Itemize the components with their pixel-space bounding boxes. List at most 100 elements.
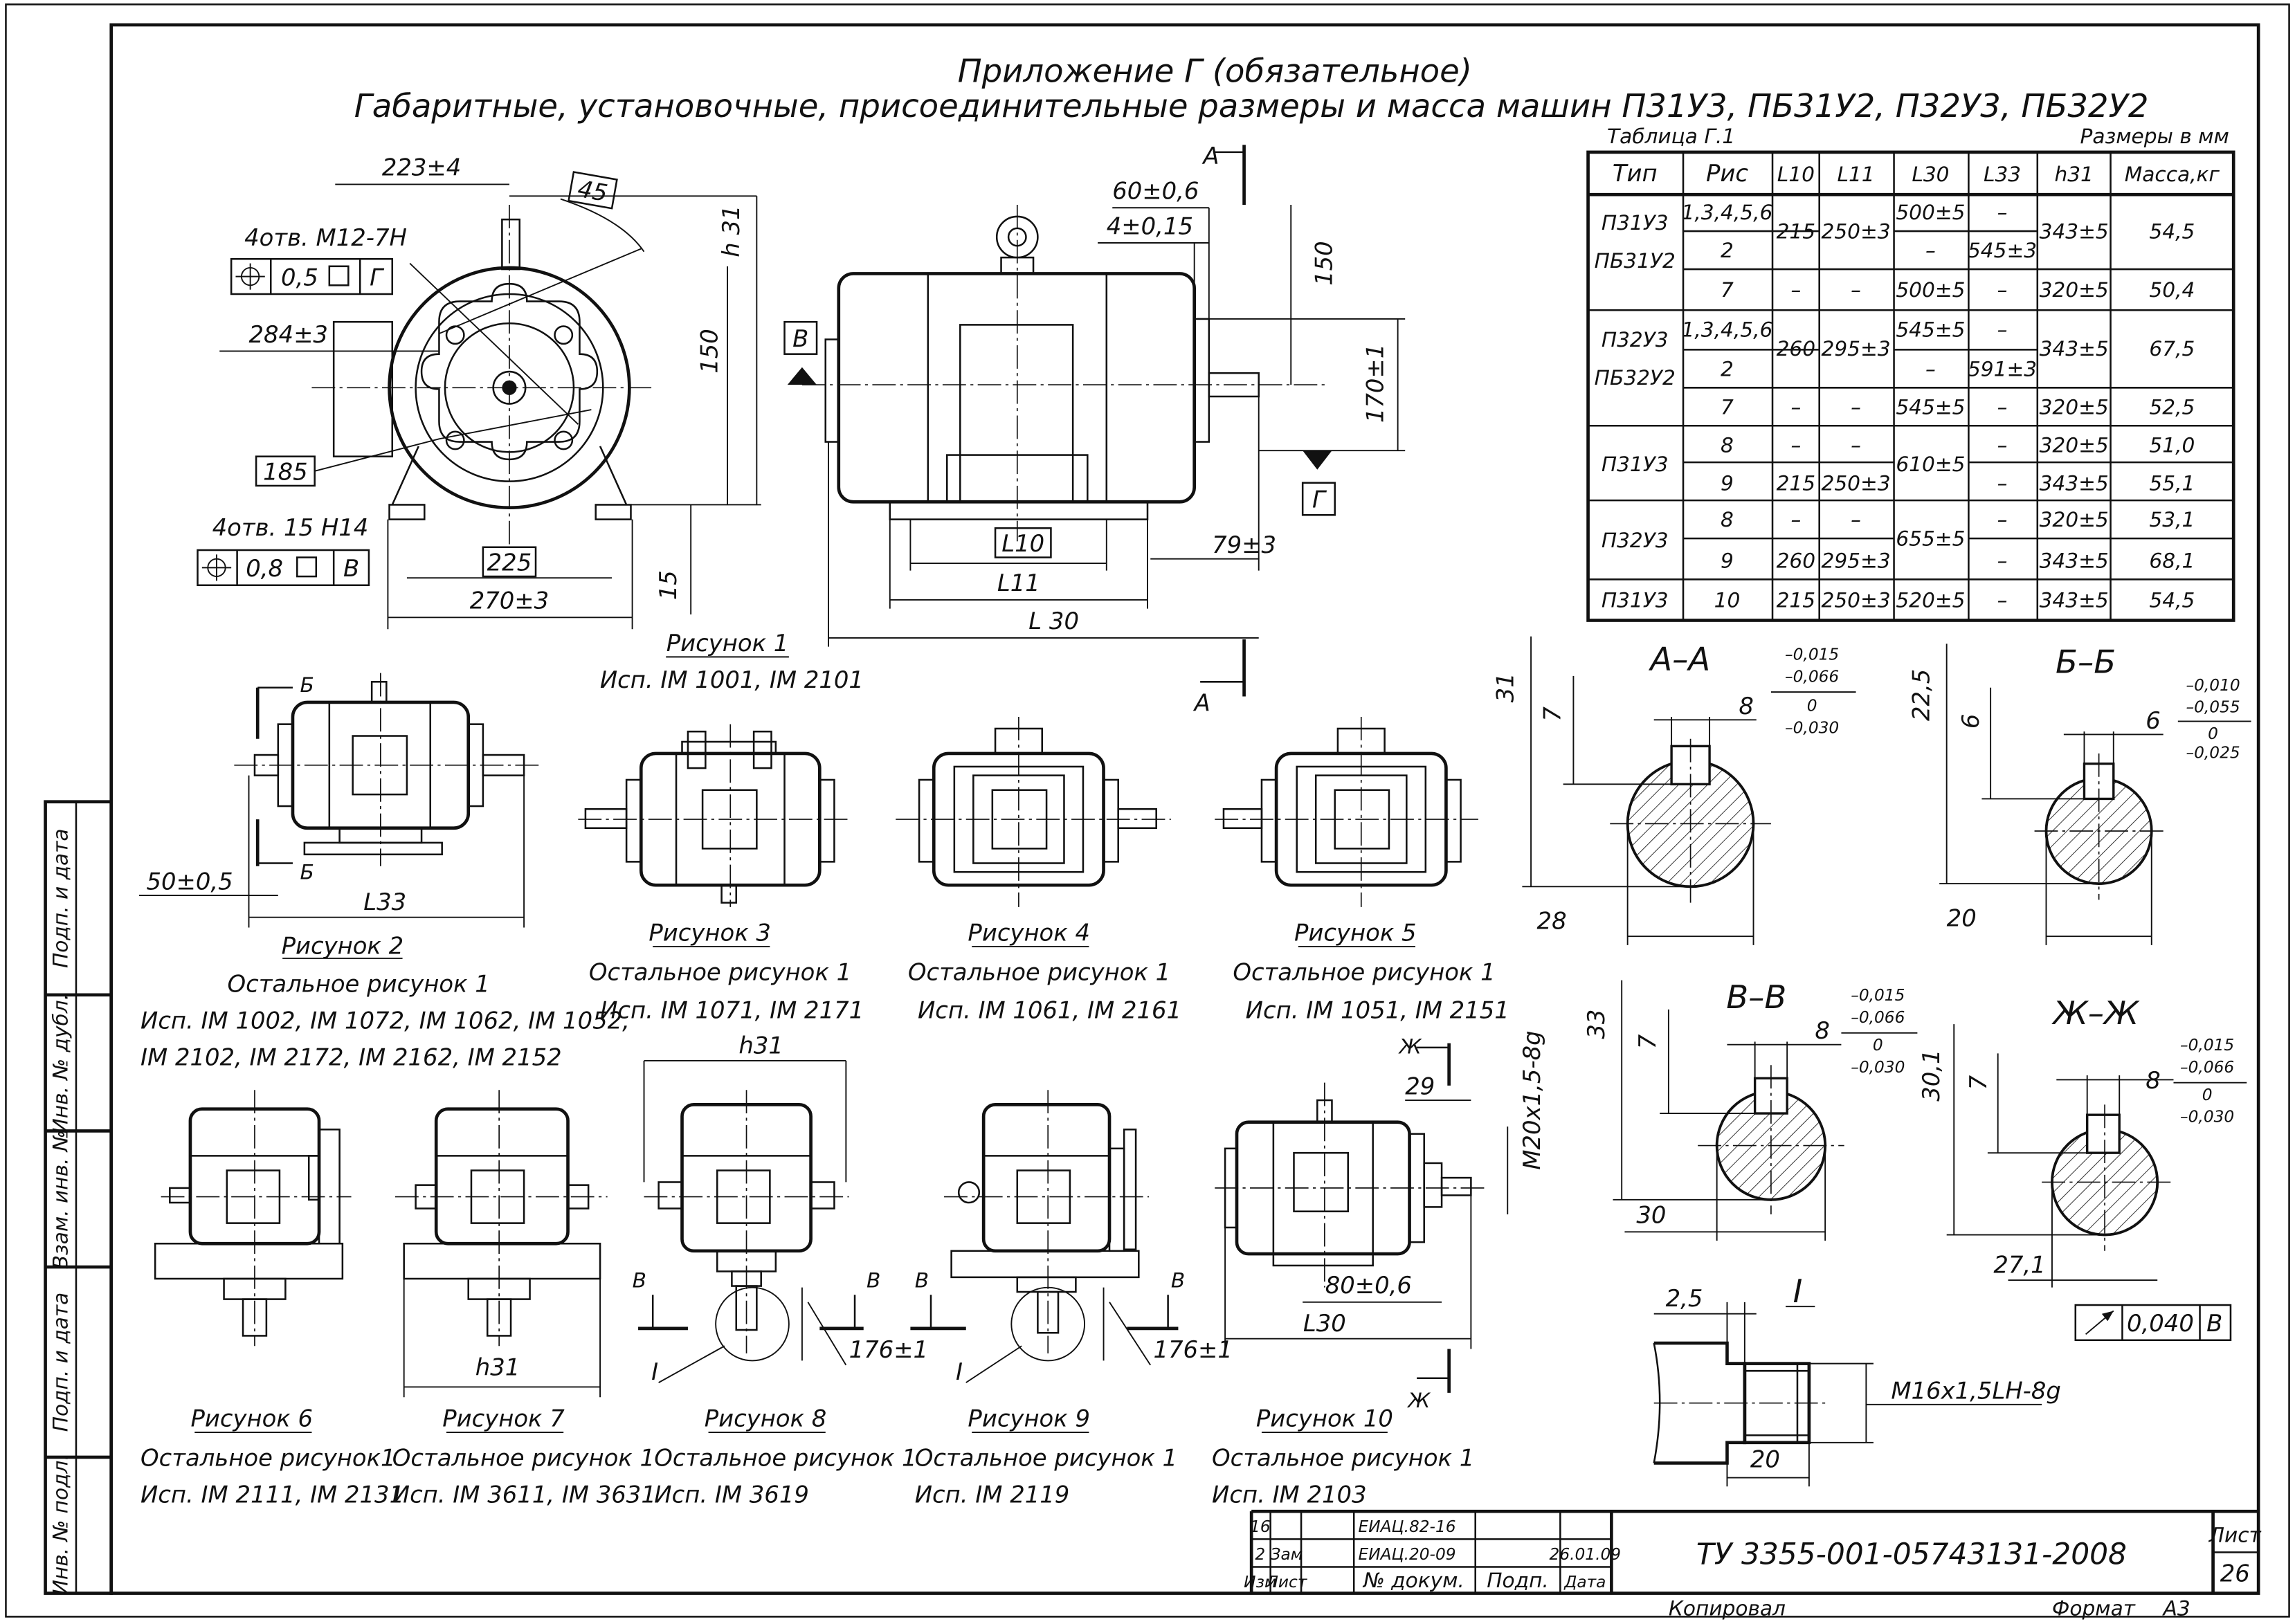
fig10-caption: Рисунок 10: [1256, 1405, 1393, 1432]
section-v-v: В–В 33 7 30 8 –0,015 –0,066 0 –0,030: [1583, 978, 1918, 1241]
table-cell-l10: 215: [1777, 471, 1816, 495]
table-cell-fig: 1,3,4,5,6: [1682, 318, 1773, 341]
vv-dim-w: 8: [1815, 1017, 1830, 1044]
fig6-note-2: Исп. IM 2111, IM 2131: [140, 1481, 404, 1508]
fig8-caption: Рисунок 8: [705, 1405, 827, 1432]
fig8-dim-176: 176±1: [849, 1336, 928, 1363]
zz-tol-3: 0: [2202, 1086, 2213, 1104]
doc-number: ТУ 3355-001-05743131-2008: [1696, 1537, 2127, 1571]
view-i-dim-2-5: 2,5: [1666, 1285, 1703, 1312]
dim-60: 60±0,6: [1112, 178, 1199, 205]
view-i-title: I: [1793, 1272, 1803, 1310]
fig1-caption: Рисунок 1: [666, 630, 789, 657]
fig5-note-2: Исп. IM 1051, IM 2151: [1246, 997, 1509, 1024]
zz-tol-box-base: В: [2206, 1310, 2222, 1337]
aa-dim-k: 7: [1539, 706, 1566, 722]
table-type-cell: П31У3: [1602, 453, 1669, 476]
format-value: А3: [2162, 1596, 2190, 1620]
fig9-note-2: Исп. IM 2119: [915, 1481, 1070, 1508]
fig2-note-2: Исп. IM 1002, IM 1072, IM 1062, IM 1052,: [140, 1007, 630, 1034]
bb-dim-d: 20: [1947, 904, 1977, 931]
dim-270: 270±3: [470, 587, 549, 614]
table-cell-l30: 610±5: [1896, 453, 1965, 476]
aa-dim-h: 31: [1492, 673, 1519, 702]
table-cell-h31: 343±5: [2040, 220, 2109, 244]
dim-170: 170±1: [1361, 344, 1388, 423]
table-cell-l10: 215: [1777, 588, 1816, 612]
figure-2: Б Б 50±0,5 L33 Рисунок 2 Остальное рисун…: [138, 673, 630, 1070]
table-cell-h31: 320±5: [2040, 278, 2109, 302]
section-b-b: Б–Б 22,5 6 20 6 –0,010 –0,055 0 –0,025: [1907, 644, 2251, 945]
figure-8: h31 В В I 176±1 Рисунок 8 Остальное рису…: [633, 1032, 928, 1508]
zz-tol-2: –0,066: [2180, 1058, 2234, 1077]
bb-tol-2: –0,055: [2186, 698, 2240, 717]
table-cell-fig: 10: [1714, 588, 1741, 612]
title-block: 16 ЕИАЦ.82-16 2 Зам ЕИАЦ.20-09 26.01.09 …: [1244, 1509, 2262, 1620]
table-cell-mass: 55,1: [2149, 471, 2195, 495]
fig10-dim-l30: L30: [1303, 1310, 1346, 1337]
zz-tol-box-value: 0,040: [2127, 1310, 2194, 1337]
table-cell-l30: 545±5: [1896, 318, 1965, 341]
view-i-thread: I 2,5 М16х1,5LH-8g 20: [1653, 1272, 2061, 1487]
outer-frame: [5, 3, 2290, 1618]
section-zh-zh: Ж–Ж 30,1 7 27,1 8 –0,015 –0,066 0 –0,030…: [1918, 994, 2247, 1342]
fig2-section-b-top: Б: [300, 673, 314, 697]
table-cell-l10: –: [1790, 508, 1801, 531]
fig2-note-3: IM 2102, IM 2172, IM 2162, IM 2152: [140, 1043, 562, 1070]
fig4-note-1: Остальное рисунок 1: [908, 959, 1170, 986]
figure-1-side-view: А А В Г 60±0,6 4±0,15 150 170±1 79±3 L10…: [600, 143, 1406, 717]
table-cell-mass: 53,1: [2149, 508, 2195, 531]
vv-tol-4: –0,030: [1851, 1058, 1905, 1077]
fig3-note-2: Исп. IM 1071, IM 2171: [600, 997, 864, 1024]
table-cell-h31: 343±5: [2040, 588, 2109, 612]
section-g-label: Г: [1312, 486, 1327, 513]
table-cell-fig: 1,3,4,5,6: [1682, 201, 1773, 224]
table-cell-l30: –: [1925, 239, 1936, 262]
table-cell-l33: –: [1997, 395, 2008, 419]
figure-10: Ж Ж 29 М20х1,5-8g 80±0,6 L30 Рисунок 10 …: [1212, 1030, 1545, 1508]
appendix-title: Приложение Г (обязательное): [958, 52, 1472, 89]
table-type-cell: П31У3: [1602, 211, 1669, 235]
table-cell-l11: 295±3: [1821, 337, 1890, 361]
fig2-note-1: Остальное рисунок 1: [228, 971, 490, 998]
table-cell-h31: 343±5: [2040, 549, 2109, 572]
zz-dim-h: 30,1: [1918, 1049, 1945, 1101]
table-cell-l33: –: [1997, 549, 2008, 572]
fig5-note-1: Остальное рисунок 1: [1233, 959, 1495, 986]
bb-dim-k: 6: [1957, 714, 1984, 729]
table-cell-mass: 54,5: [2149, 220, 2195, 244]
table-cell-l33: 545±3: [1968, 239, 2037, 262]
fig8-section-v-right: В: [867, 1269, 880, 1293]
dim-l10: L10: [1001, 530, 1044, 557]
fig10-dim-80: 80±0,6: [1325, 1272, 1412, 1299]
fig7-note-2: Исп. IM 3611, IM 3631: [392, 1481, 656, 1508]
table-cell-l30: 655±5: [1896, 527, 1965, 551]
fig3-note-1: Остальное рисунок 1: [589, 959, 851, 986]
col-fig: Рис: [1706, 160, 1748, 187]
tb-h-date: Дата: [1563, 1573, 1606, 1591]
table-type-cell: ПБ31У2: [1595, 249, 1676, 273]
vv-tol-2: –0,066: [1851, 1008, 1905, 1027]
table-cell-l10: –: [1790, 395, 1801, 419]
bb-tol-4: –0,025: [2186, 743, 2240, 762]
dim-150: 150: [696, 329, 723, 374]
tb-r1-doc: ЕИАЦ.82-16: [1359, 1517, 1456, 1536]
col-l33: L33: [1984, 163, 2021, 186]
table-cell-l30: 520±5: [1896, 588, 1965, 612]
tb-r2-izm: 2: [1255, 1545, 1265, 1564]
table-cell-fig: 2: [1721, 239, 1734, 262]
tb-r2-doc: ЕИАЦ.20-09: [1359, 1545, 1456, 1564]
section-zz-title: Ж–Ж: [2051, 994, 2140, 1032]
col-l11: L11: [1837, 163, 1874, 186]
holes-15: 4отв. 15 Н14: [212, 514, 369, 541]
col-mass: Масса,кг: [2125, 163, 2220, 186]
table-cell-l33: –: [1997, 278, 2008, 302]
table-cell-l11: 250±3: [1821, 471, 1890, 495]
aa-tol-3: 0: [1807, 697, 1817, 715]
figure-7: h31 Рисунок 7 Остальное рисунок 1 Исп. I…: [392, 1090, 656, 1508]
table-cell-l33: –: [1997, 318, 2008, 341]
table-cell-mass: 54,5: [2149, 588, 2195, 612]
fig2-caption: Рисунок 2: [282, 933, 404, 960]
aa-dim-d: 28: [1537, 908, 1567, 935]
fig10-section-zh-top: Ж: [1398, 1034, 1422, 1058]
